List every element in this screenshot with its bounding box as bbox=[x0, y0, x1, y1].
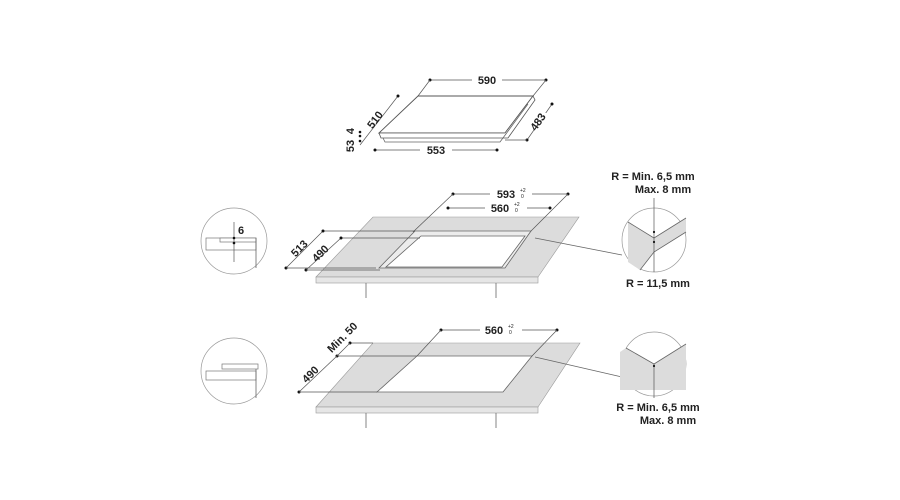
tolerance-plus: +2 bbox=[508, 324, 514, 330]
corner-radius-max-label-2: Max. 8 mm bbox=[640, 415, 696, 427]
outer-depth-label: 513 bbox=[289, 238, 310, 259]
inner-width-label: 560 bbox=[491, 203, 509, 215]
recess-detail-circle: 6 bbox=[200, 207, 268, 275]
cut-width-label: 560 bbox=[485, 325, 503, 337]
corner-radius-min-label-2: R = Min. 6,5 mm bbox=[616, 402, 700, 414]
flush-mount-drawing: 593 +2 0 560 +2 0 513 490 6 bbox=[200, 171, 695, 298]
outer-width-label: 593 bbox=[497, 189, 515, 201]
tolerance-plus: +2 bbox=[520, 188, 526, 194]
tolerance-minus: 0 bbox=[521, 194, 524, 200]
outer-radius-label: R = 11,5 mm bbox=[626, 278, 690, 290]
tolerance-minus: 0 bbox=[515, 208, 518, 214]
standard-mount-drawing: 560 +2 0 Min. 50 490 R = Min. 6,5 mm Max… bbox=[200, 320, 700, 428]
glass-thickness-label: 4 bbox=[345, 127, 357, 134]
corner-radius-detail-circle-2: R = Min. 6,5 mm Max. 8 mm bbox=[534, 331, 700, 427]
recess-depth-label: 6 bbox=[238, 225, 244, 237]
total-height-label: 53 bbox=[345, 140, 357, 152]
hob-depth-label: 510 bbox=[365, 109, 386, 131]
hob-width-label: 590 bbox=[478, 75, 496, 87]
tolerance-plus: +2 bbox=[514, 202, 520, 208]
base-width-label: 553 bbox=[427, 145, 445, 157]
hob-drawing: 590 510 4 53 553 483 bbox=[345, 73, 554, 157]
corner-radius-detail-circle: R = Min. 6,5 mm Max. 8 mm R = 11,5 mm bbox=[534, 171, 695, 290]
tolerance-minus: 0 bbox=[509, 330, 512, 336]
cut-depth-label: 490 bbox=[300, 364, 321, 385]
corner-radius-max-label: Max. 8 mm bbox=[635, 184, 691, 196]
inner-depth-label: 490 bbox=[310, 243, 331, 264]
surface-mount-detail-circle bbox=[200, 337, 268, 405]
corner-radius-min-label: R = Min. 6,5 mm bbox=[611, 171, 695, 183]
